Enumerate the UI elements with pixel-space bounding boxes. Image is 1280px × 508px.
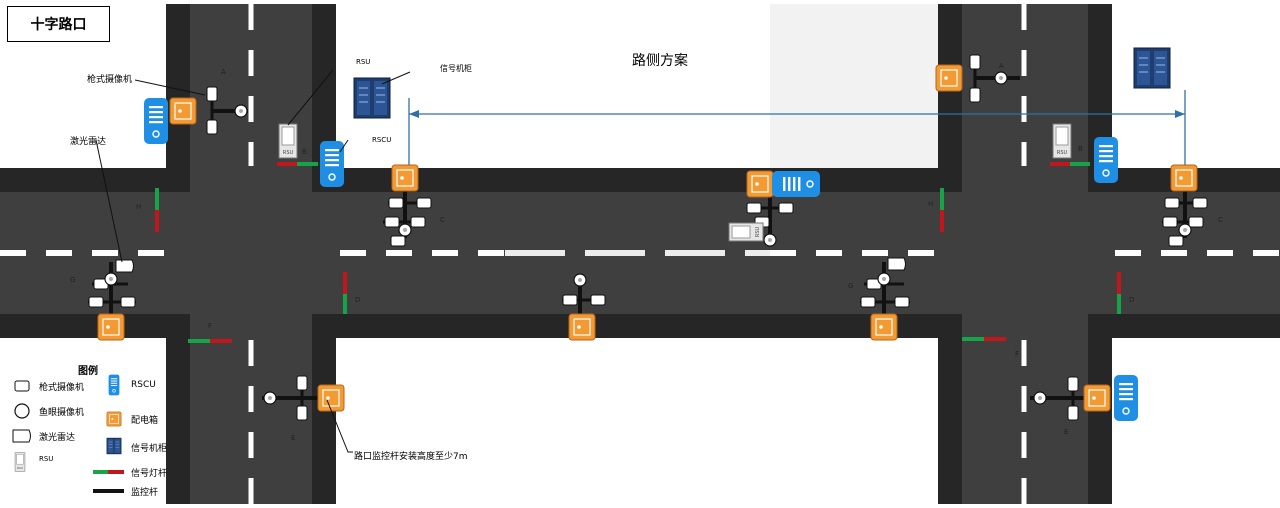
legend-item-rsu: RSU [39, 455, 54, 463]
dir-label-d-right: D [1129, 296, 1135, 304]
dir-label-a-left: A [221, 68, 226, 76]
legend-item-lidar: 激光雷达 [39, 433, 76, 443]
dir-label-e-right: E [1064, 428, 1069, 436]
legend-item-signal-cabinet: 信号机柜 [131, 444, 168, 454]
legend-item-gun-camera: 枪式摄像机 [39, 383, 85, 393]
signal-light-poles [155, 162, 1121, 343]
legend-symbols [12, 374, 124, 493]
legend-item-signal-pole: 信号灯杆 [131, 469, 168, 479]
dir-label-c-left: C [440, 216, 445, 224]
center-caption: 路侧方案 [632, 53, 688, 69]
legend-item-fisheye-camera: 鱼眼摄像机 [39, 408, 85, 418]
dir-label-c-right: C [1218, 216, 1223, 224]
callout-lidar: 激光雷达 [70, 137, 107, 147]
dir-label-g-left: G [70, 276, 76, 284]
dir-label-b-left: B [302, 148, 307, 156]
dir-label-a-right: A [999, 62, 1004, 70]
callout-gun-camera: 枪式摄像机 [87, 75, 133, 85]
middle-road-segment [505, 168, 770, 338]
callout-signal-cabinet: 信号机柜 [440, 64, 472, 73]
dir-label-e-left: E [291, 434, 296, 442]
dir-label-g-right: G [848, 282, 854, 290]
callout-leaders [95, 69, 411, 453]
callout-pole-note: 路口监控杆安装高度至少7m [354, 452, 468, 462]
dir-label-f-right: F [1015, 350, 1020, 358]
callout-rsu: RSU [356, 58, 371, 66]
span-dimension-line [408, 90, 1186, 165]
legend-item-power-box: 配电箱 [131, 416, 159, 426]
legend-item-rscu: RSCU [131, 380, 156, 390]
dir-label-f-left: F [208, 322, 213, 330]
right-intersection [770, 4, 1280, 504]
legend-item-monitor-pole: 监控杆 [131, 488, 159, 498]
monitoring-poles [88, 54, 1208, 421]
callout-rscu: RSCU [372, 136, 392, 144]
legend-title: 图例 [78, 366, 98, 377]
dir-label-h-right: H [928, 200, 934, 208]
left-intersection [0, 4, 505, 504]
dir-label-b-right: B [1078, 145, 1083, 153]
dir-label-h-left: H [136, 203, 142, 211]
diagram-title: 十字路口 [7, 6, 110, 42]
dir-label-d-left: D [355, 296, 361, 304]
